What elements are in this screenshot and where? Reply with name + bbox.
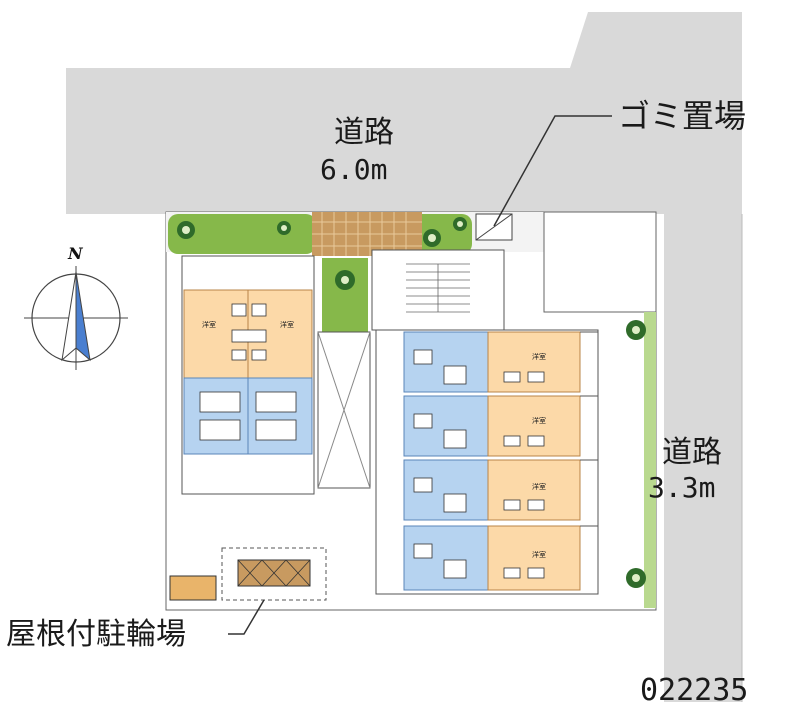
room-label: 洋室 (532, 483, 546, 491)
north-arrow (24, 266, 128, 370)
room-label: 洋室 (202, 321, 216, 329)
garden-inner (322, 258, 368, 332)
compass-north-label: N (68, 244, 83, 263)
room-label: 洋室 (532, 417, 546, 425)
garbage-label: ゴミ置場 (618, 97, 747, 135)
room-label: 洋室 (532, 353, 546, 361)
road-right-label: 道路 (662, 435, 722, 470)
room-label: 洋室 (532, 551, 546, 559)
unit-4-room (487, 525, 581, 591)
parking-label: 屋根付駐輪場 (6, 617, 186, 652)
unit-2-room (487, 395, 581, 457)
road-top (66, 12, 742, 214)
road-top-width: 6.0m (320, 153, 388, 186)
road-top-label: 道路 (334, 115, 394, 150)
road-right-width: 3.3m (648, 471, 716, 504)
hedge-right (644, 312, 656, 608)
bike-parking-zone (221, 547, 327, 601)
bike-stand (169, 575, 217, 601)
room-label: 洋室 (280, 321, 294, 329)
unit-1-room (487, 331, 581, 393)
property-code: 022235 (640, 673, 749, 708)
road-right (664, 214, 742, 702)
